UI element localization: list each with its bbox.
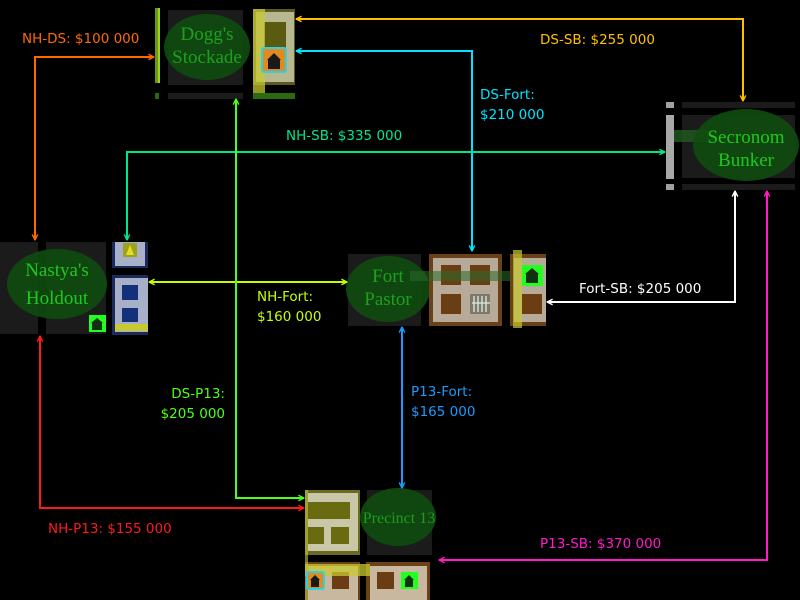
route-ds-sb[interactable]: [296, 19, 743, 101]
location-highlight: [693, 109, 799, 181]
route-label-nh-fort: NH-Fort:: [257, 289, 313, 305]
jail-cell-icon[interactable]: [470, 294, 490, 314]
location-dogs-stockade[interactable]: Dogg's Stockade: [155, 8, 295, 99]
route-nh-ds[interactable]: [35, 57, 154, 240]
location-nastyas-holdout[interactable]: Nastya's Holdout: [0, 242, 148, 335]
route-label-nh-ds: NH-DS: $100 000: [22, 31, 139, 47]
location-name: Bunker: [718, 150, 775, 171]
location-highlight: [346, 256, 430, 322]
location-name: Fort: [372, 266, 404, 287]
route-label-nh-sb: NH-SB: $335 000: [286, 128, 402, 144]
route-label-p13-sb: P13-SB: $370 000: [540, 536, 661, 552]
route-label-nh-fort-cost: $160 000: [257, 309, 321, 325]
wall: [155, 8, 159, 83]
route-label-ds-sb: DS-SB: $255 000: [540, 32, 655, 48]
route-label-ds-fort: DS-Fort:: [480, 87, 535, 103]
location-highlight: [7, 249, 107, 319]
route-label-ds-p13-cost: $205 000: [161, 406, 225, 422]
route-label-fort-sb: Fort-SB: $205 000: [579, 281, 701, 297]
location-name: Holdout: [26, 288, 89, 309]
location-name: Pastor: [364, 289, 412, 310]
route-label-p13-fort-cost: $165 000: [411, 404, 475, 420]
route-p13-sb[interactable]: [439, 191, 767, 560]
location-fort-pastor[interactable]: Fort Pastor: [346, 250, 546, 328]
route-nh-p13[interactable]: [40, 336, 304, 508]
location-precinct-13[interactable]: Precinct 13: [305, 488, 436, 600]
location-secronom-bunker[interactable]: Secronom Bunker: [666, 102, 799, 190]
location-name: Nastya's: [25, 260, 89, 281]
location-highlight: [164, 14, 250, 80]
location-highlight: [360, 488, 436, 546]
route-label-ds-fort-cost: $210 000: [480, 107, 544, 123]
location-name: Stockade: [172, 47, 242, 68]
route-label-ds-p13: DS-P13:: [171, 386, 225, 402]
location-name: Precinct 13: [363, 510, 435, 527]
location-name: Secronom: [707, 127, 784, 148]
route-label-nh-p13: NH-P13: $155 000: [48, 521, 172, 537]
route-nh-sb[interactable]: [127, 152, 665, 240]
route-label-p13-fort: P13-Fort:: [411, 384, 472, 400]
location-name: Dogg's: [180, 24, 233, 45]
wall: [666, 115, 674, 179]
